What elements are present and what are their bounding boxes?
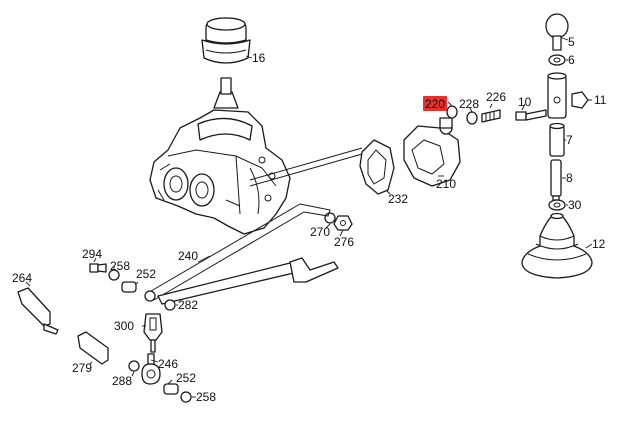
lower-nut-part [548, 199, 566, 211]
washer-270-part [324, 212, 336, 224]
callout-288: 288 [112, 374, 132, 388]
callout-226: 226 [486, 90, 506, 104]
shift-rod-part [249, 147, 363, 187]
callout-6: 6 [568, 53, 575, 67]
lever-shaft-part [549, 122, 565, 157]
washer-288-part [128, 360, 140, 372]
callout-252-upper: 252 [136, 267, 156, 281]
callout-258-upper: 258 [110, 259, 130, 273]
callout-264: 264 [12, 271, 32, 285]
callout-282: 282 [178, 298, 198, 312]
washer-258b-part [180, 391, 192, 403]
rubber-boot-part [521, 212, 593, 279]
washer-part [466, 111, 478, 125]
callout-12: 12 [592, 237, 606, 251]
callout-11: 11 [594, 93, 607, 107]
callout-232: 232 [388, 192, 408, 206]
callout-276: 276 [334, 235, 354, 249]
callout-220: 220 [425, 97, 445, 111]
callout-210: 210 [436, 177, 456, 191]
callout-246: 246 [158, 357, 178, 371]
callout-labels: 5 6 7 8 10 11 12 16 30 210 220 226 228 2… [12, 35, 607, 404]
callout-30: 30 [568, 198, 582, 212]
leader-lines [25, 37, 593, 398]
clevis-part [143, 313, 163, 353]
callout-10: 10 [518, 95, 532, 109]
transmission-housing-part [149, 77, 291, 235]
bolt-part [481, 109, 501, 123]
bushing-252b-part [163, 383, 179, 395]
callout-5: 5 [568, 35, 575, 49]
shifter-housing-part [403, 117, 461, 187]
callout-240: 240 [178, 249, 198, 263]
callout-300: 300 [114, 319, 134, 333]
callout-7: 7 [566, 133, 573, 147]
nut-side-part [571, 91, 589, 109]
bracket-264-part [17, 287, 59, 335]
highlight-marker [423, 96, 447, 111]
boot-cap-part [201, 17, 251, 64]
bushing-282-part [164, 299, 176, 311]
screw-part [515, 109, 547, 121]
shift-knob-part [545, 13, 569, 51]
bushing-252-part [121, 281, 137, 293]
callout-294: 294 [82, 247, 102, 261]
shift-linkage-part [144, 203, 339, 305]
bracket-279-part [77, 331, 109, 365]
bolt-294-part [89, 263, 107, 273]
nut-part [548, 54, 566, 66]
callout-8: 8 [566, 171, 573, 185]
rod-end-part [141, 353, 161, 385]
callout-228: 228 [459, 97, 479, 111]
callout-252-lower: 252 [176, 371, 196, 385]
callout-16: 16 [252, 51, 266, 65]
callout-279: 279 [72, 361, 92, 375]
gasket-part [359, 139, 395, 195]
bushing-part [446, 105, 458, 119]
callout-270: 270 [310, 225, 330, 239]
nut-276-part [333, 215, 353, 231]
callout-258-lower: 258 [196, 390, 216, 404]
lever-sleeve-part [547, 72, 567, 119]
lever-lower-part [550, 159, 562, 201]
